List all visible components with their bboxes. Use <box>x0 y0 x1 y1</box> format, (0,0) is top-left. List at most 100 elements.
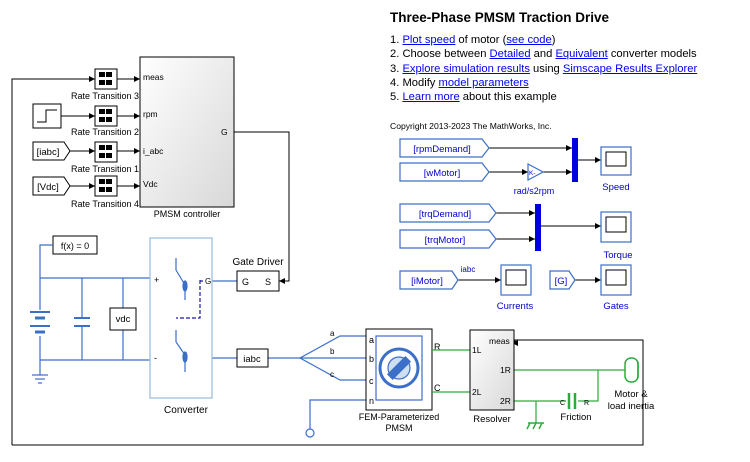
rpm-demand-label: [rpmDemand] <box>413 144 471 155</box>
step-number: 2. <box>390 48 400 61</box>
dc-source-icon <box>30 311 50 334</box>
step-number: 5. <box>390 91 400 104</box>
friction-port-r: R <box>584 400 589 407</box>
instruction-text: converter models <box>607 48 697 61</box>
from-g[interactable] <box>549 270 576 290</box>
instruction-text: using <box>529 62 563 75</box>
gain-k: K- <box>529 170 536 177</box>
rt1-label: Rate Transition 1 <box>71 164 139 174</box>
pmsm-port-c2: C <box>434 383 441 393</box>
from-iabc-block[interactable] <box>32 141 71 161</box>
gates-scope-label: Gates <box>603 301 629 312</box>
from-vdc-label: [Vdc] <box>37 182 59 193</box>
vdc-sensor-block[interactable] <box>109 307 137 331</box>
converter-label: Converter <box>164 405 209 416</box>
conv-g: G <box>205 277 211 286</box>
ctrl-port-meas: meas <box>143 72 164 82</box>
load-label-1: Motor & <box>614 389 648 400</box>
from-iabc-label: [iabc] <box>37 147 60 158</box>
instruction-link[interactable]: Plot speed <box>402 34 456 46</box>
instructions-list: 1. Plot speed of motor (see code)2. Choo… <box>390 33 697 104</box>
instruction-link[interactable]: Detailed <box>489 48 531 61</box>
gates-scope[interactable] <box>600 264 632 296</box>
pmsm-port-b: b <box>369 354 374 364</box>
instruction-link[interactable]: Simscape Results Explorer <box>562 62 698 75</box>
rads2rpm-label: rad/s2rpm <box>514 186 555 196</box>
from-rpm-demand[interactable] <box>399 138 490 158</box>
gain-block[interactable] <box>527 163 545 181</box>
resolver-port-meas: meas <box>489 336 510 346</box>
torque-mux[interactable] <box>535 204 541 251</box>
rate-transition-2[interactable] <box>94 105 118 127</box>
inertia-icon[interactable] <box>624 357 639 383</box>
rt2-label: Rate Transition 2 <box>71 127 139 137</box>
conv-plus: + <box>154 275 159 285</box>
pmsm-port-r: R <box>434 342 441 352</box>
wire-c-label: c <box>330 370 334 379</box>
copyright-text: Copyright 2013-2023 The MathWorks, Inc. <box>390 121 552 131</box>
instruction-link[interactable]: Equivalent <box>555 48 608 61</box>
instruction-text: of motor ( <box>455 34 507 46</box>
iabc-sensor-block[interactable] <box>236 348 269 368</box>
rate-transition-4[interactable] <box>94 175 118 197</box>
step-number: 3. <box>390 62 400 75</box>
vdc-label: vdc <box>116 314 131 325</box>
instruction-link[interactable]: see code <box>506 34 552 46</box>
torque-scope[interactable] <box>600 211 632 243</box>
instruction-text: Choose between <box>402 48 490 61</box>
friction-icon <box>567 393 577 409</box>
resolver-port-1r: 1R <box>500 365 511 375</box>
from-trq-motor[interactable] <box>399 229 497 249</box>
gate-port-g: G <box>242 277 249 287</box>
resolver-label: Resolver <box>473 414 511 425</box>
rate-transition-1[interactable] <box>94 141 118 163</box>
resolver-block[interactable] <box>469 329 515 411</box>
currents-scope[interactable] <box>500 264 532 296</box>
speed-scope[interactable] <box>600 146 632 176</box>
speed-mux[interactable] <box>572 138 578 182</box>
iabc-label: iabc <box>243 354 261 365</box>
step-source-block[interactable] <box>32 103 62 129</box>
torque-scope-label: Torque <box>603 250 632 261</box>
resolver-port-1l: 1L <box>472 345 482 355</box>
friction-label: Friction <box>560 412 591 423</box>
instruction-text: Modify <box>402 76 439 89</box>
pmsm-port-c: c <box>369 376 374 386</box>
ctrl-port-rpm: rpm <box>143 109 158 119</box>
step-number: 4. <box>390 76 400 89</box>
gate-driver-block[interactable] <box>236 270 280 292</box>
instruction-step: 1. Plot speed of motor (see code) <box>390 33 697 47</box>
pmsm-name-2: PMSM <box>386 423 413 433</box>
rt4-label: Rate Transition 4 <box>71 199 139 209</box>
instruction-text: ) <box>551 34 556 46</box>
from-imotor[interactable] <box>399 270 459 290</box>
from-trq-demand[interactable] <box>399 203 497 223</box>
solver-label: f(x) = 0 <box>61 241 89 251</box>
mechanical-ground-icon <box>526 422 544 430</box>
instruction-step: 5. Learn more about this example <box>390 90 697 104</box>
capacitor-icon <box>74 317 90 327</box>
wire-a-label: a <box>330 329 335 338</box>
ground-icon <box>32 374 48 384</box>
pmsm-controller-block[interactable] <box>139 56 235 208</box>
from-vdc-block[interactable] <box>32 176 71 196</box>
resolver-port-2l: 2L <box>472 387 482 397</box>
mechanical-network <box>432 349 625 423</box>
g-from-label: [G] <box>555 276 568 287</box>
conv-minus: - <box>154 353 157 363</box>
from-wmotor[interactable] <box>399 162 490 182</box>
pmsm-port-a: a <box>369 335 374 345</box>
iabc-signal-label: iabc <box>461 265 476 274</box>
rate-transition-3[interactable] <box>94 68 118 90</box>
instruction-link[interactable]: model parameters <box>438 76 529 89</box>
imotor-label: [iMotor] <box>411 276 443 287</box>
load-label-2: load inertia <box>608 401 655 412</box>
wire-b-label: b <box>330 347 335 356</box>
step-icon <box>37 109 57 123</box>
instruction-link[interactable]: Explore simulation results <box>402 62 530 75</box>
converter-gate-link <box>176 280 203 319</box>
ctrl-port-g: G <box>221 127 228 137</box>
instruction-link[interactable]: Learn more <box>402 91 460 104</box>
resolver-port-2r: 2R <box>500 396 511 406</box>
